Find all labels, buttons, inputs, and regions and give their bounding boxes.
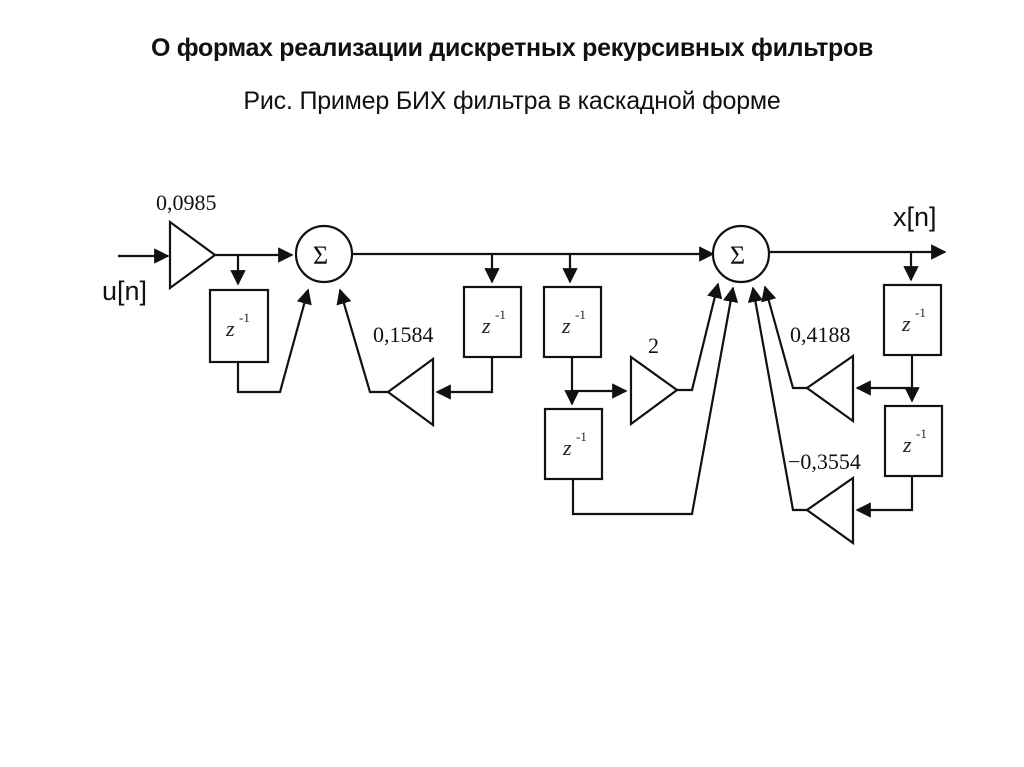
delay-block-5: [882, 283, 943, 357]
adder-2-symbol: Σ: [730, 241, 745, 270]
adder-2: [711, 224, 771, 284]
gain-label-stage2-feedback-1: 0,4188: [790, 322, 851, 347]
delay-5-exp: -1: [915, 305, 926, 320]
gain-triangle-input: [168, 219, 217, 291]
delay-6-z: z: [902, 432, 912, 457]
delay-4-exp: -1: [576, 429, 587, 444]
input-label: u[n]: [102, 276, 147, 306]
delay-4-z: z: [562, 435, 572, 460]
delay4-to-sum2: [571, 286, 739, 516]
gain-triangle-stage1-feedback: [386, 356, 435, 428]
delay-1-exp: -1: [239, 310, 250, 325]
feedback2a-to-sum2: [761, 285, 807, 390]
gain-label-input: 0,0985: [156, 190, 217, 215]
gain-label-stage2-feedforward: 2: [648, 333, 659, 358]
gain-label-stage1-feedback: 0,1584: [373, 322, 434, 347]
delay6-to-gain4: [855, 476, 914, 518]
delay2-to-gain-stage1: [435, 356, 494, 400]
gain2-to-sum2: [677, 282, 723, 392]
gain-triangle-stage2-feedback-2: [805, 475, 855, 546]
feedback1-to-sum1: [336, 288, 388, 394]
delay-block-1: [208, 288, 270, 364]
feedback2b-to-sum2: [747, 286, 807, 512]
delay-5-z: z: [901, 311, 911, 336]
gain-triangle-stage2-feedback-1: [805, 353, 855, 424]
figure-caption: Рис. Пример БИХ фильтра в каскадной форм…: [243, 87, 781, 115]
delay-block-2: [462, 285, 523, 359]
delay-block-4: [543, 407, 604, 481]
adder-1-symbol: Σ: [313, 241, 328, 270]
delay-2-z: z: [481, 313, 491, 338]
delay-1-z: z: [225, 316, 235, 341]
gain-label-stage2-feedback-2: −0,3554: [788, 449, 861, 474]
output-label: x[n]: [893, 202, 937, 232]
delay-6-exp: -1: [916, 426, 927, 441]
delay-3-z: z: [561, 313, 571, 338]
slide-title: О формах реализации дискретных рекурсивн…: [150, 34, 874, 62]
delay-3-exp: -1: [575, 307, 586, 322]
delay-block-6: [883, 404, 944, 478]
delay-2-exp: -1: [495, 307, 506, 322]
delay1-to-sum1: [236, 288, 312, 394]
delay-block-3: [542, 285, 603, 359]
gain-triangle-stage2-feedforward: [629, 354, 679, 427]
